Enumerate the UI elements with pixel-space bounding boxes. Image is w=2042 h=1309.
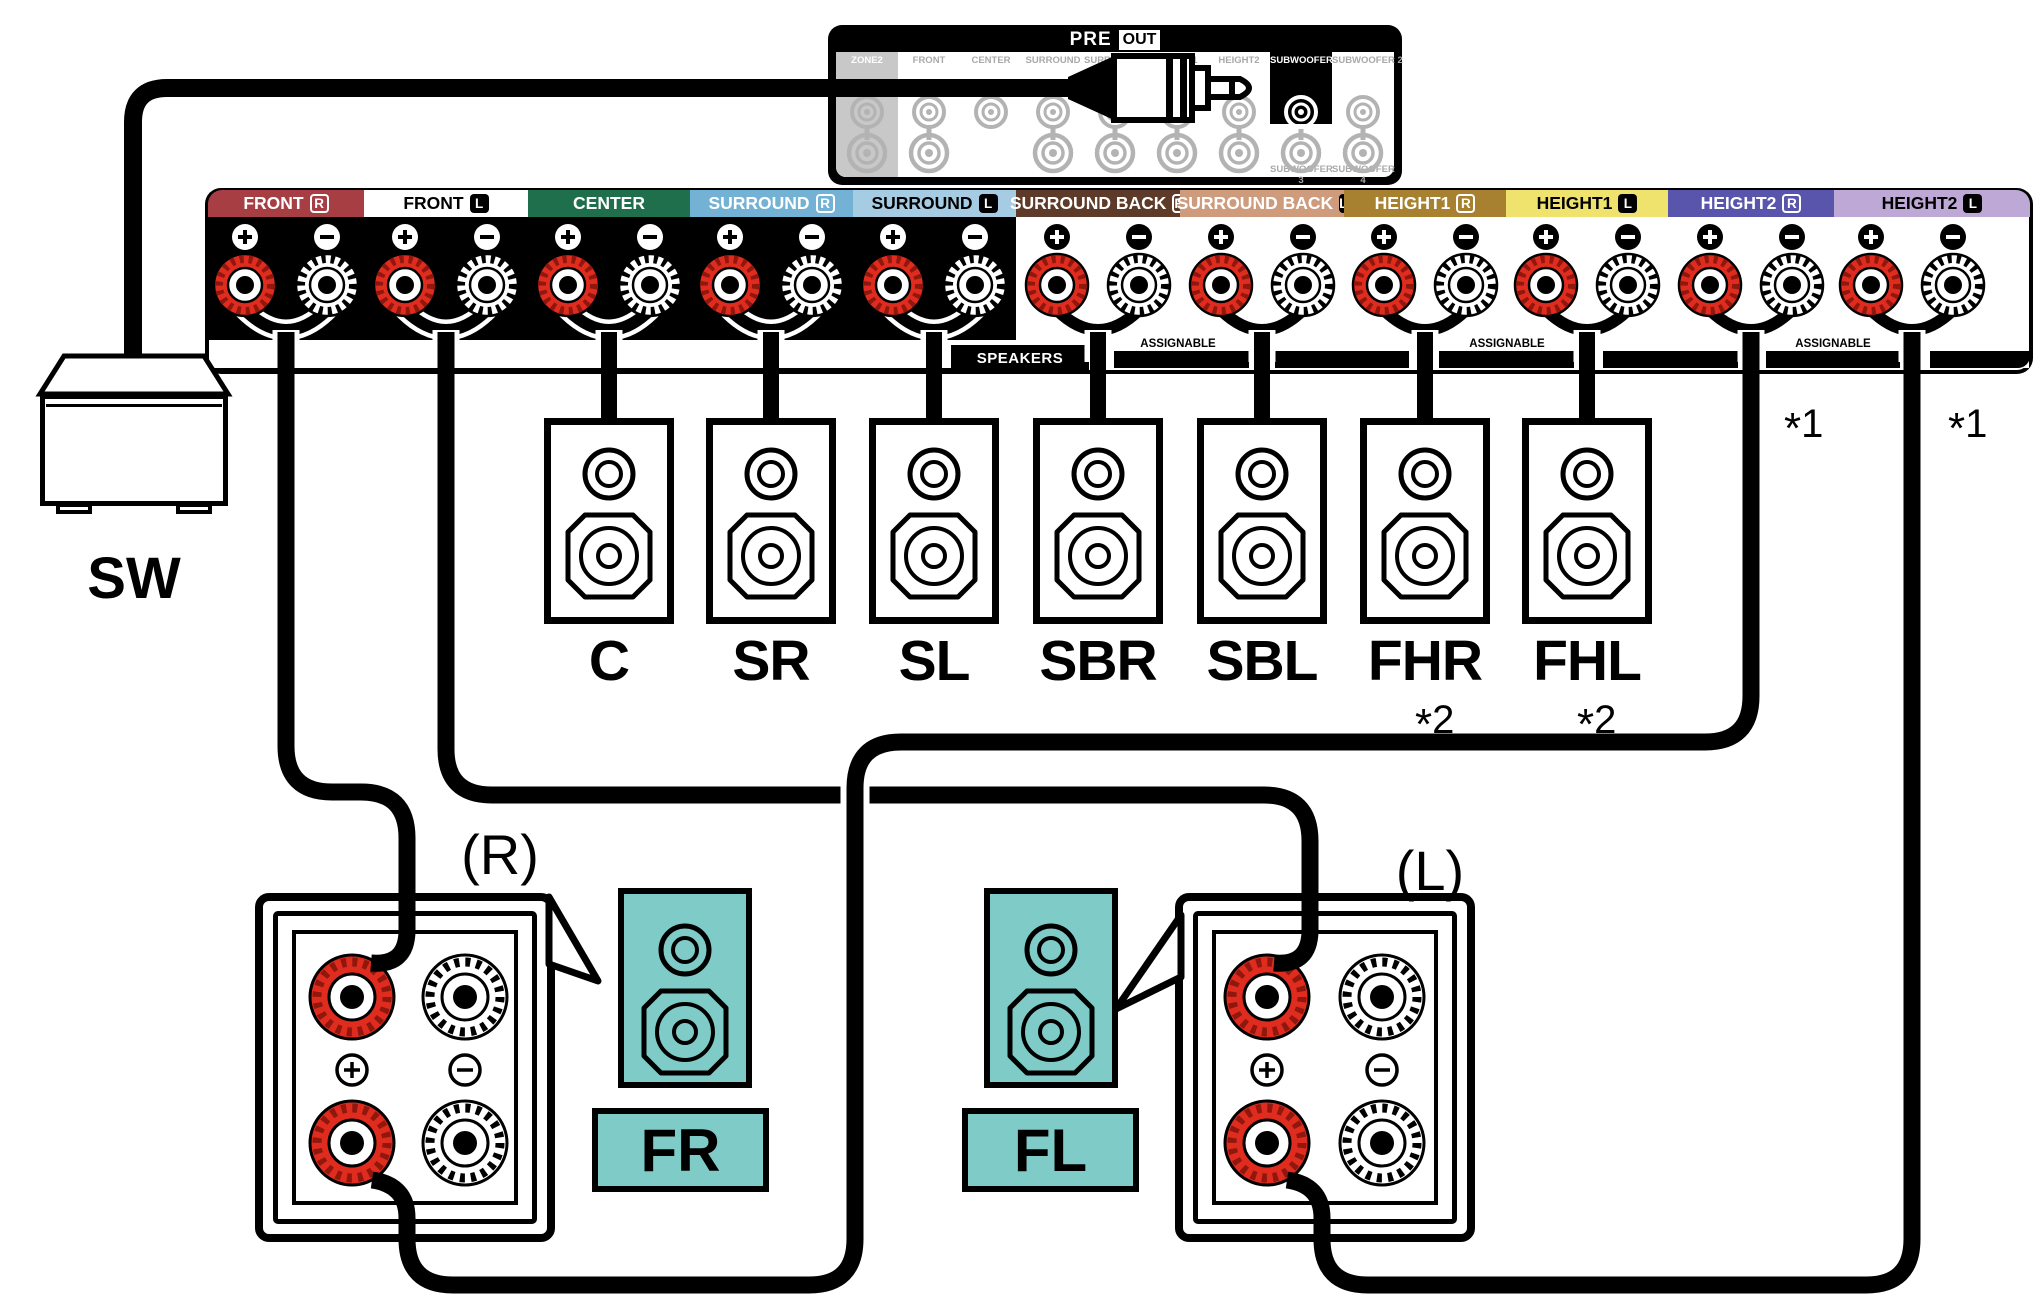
assignable-bar: [1114, 351, 1249, 368]
terminal-text: CENTER: [573, 193, 645, 213]
assignable-bar: [1766, 351, 1900, 368]
preout-col-zone2: ZONE2: [851, 55, 883, 66]
surround-left-label: SL: [898, 629, 971, 693]
terminal-label-height2-r: HEIGHT2 R: [1668, 190, 1834, 217]
terminal-label-surround-back-l: SURROUND BACK L: [1176, 190, 1348, 217]
channel-chip-l: L: [978, 194, 998, 213]
terminal-label-height2-l: HEIGHT2 L: [1834, 190, 2030, 217]
terminal-text: FRONT: [403, 193, 464, 213]
surround-left-speaker: [869, 418, 999, 624]
channel-chip-l: L: [1963, 194, 1983, 213]
preout-jack-stubs: [864, 126, 1366, 140]
surround-right-label: SR: [732, 629, 810, 693]
terminal-label-height1-r: HEIGHT1 R: [1344, 190, 1506, 217]
channel-chip-l: L: [469, 194, 489, 213]
preout-col-front: FRONT: [912, 55, 946, 66]
terminal-text: SURROUND BACK: [1176, 193, 1334, 213]
subwoofer-box: [40, 394, 228, 506]
channel-chip-l: L: [1339, 194, 1348, 213]
terminal-text: HEIGHT2: [1700, 193, 1777, 213]
front-right-speaker-tag: FR: [592, 1108, 769, 1192]
terminal-label-front-l: FRONT L: [364, 190, 528, 217]
assignable-label-2: ASSIGNABLE: [1469, 338, 1545, 350]
channel-chip-r: R: [1782, 194, 1802, 213]
channel-chip-r: R: [1456, 194, 1476, 213]
center-speaker-label: C: [588, 629, 630, 693]
preout-col-subwoofer2: SUBWOOFER 2: [1332, 55, 1403, 66]
preout-title-out-badge: OUT: [1118, 30, 1161, 50]
surround-back-right-label: SBR: [1039, 629, 1157, 693]
terminal-text: SURROUND: [871, 193, 973, 213]
terminal-text: HEIGHT1: [1536, 193, 1613, 213]
front-left-wire: [437, 332, 1319, 972]
terminal-label-surround-r: SURROUND R: [690, 190, 853, 217]
front-right-wire: [277, 332, 416, 972]
assignable-bar: [1603, 351, 1738, 368]
surround-back-left-label: SBL: [1206, 629, 1319, 693]
terminal-text: HEIGHT1: [1374, 193, 1451, 213]
front-height-left-label: FHL: [1533, 629, 1642, 693]
preout-title: PRE OUT: [828, 28, 1402, 52]
terminal-text: FRONT: [243, 193, 304, 213]
speakers-section-label: SPEAKERS: [951, 345, 1089, 372]
channel-chip-l: L: [1618, 194, 1638, 213]
subwoofer-label: SW: [87, 546, 181, 611]
height2-right-wire: [370, 332, 1760, 1294]
terminal-label-center: CENTER: [528, 190, 690, 217]
height2-left-wire: [1285, 332, 1921, 1294]
terminal-text: SURROUND BACK: [1009, 193, 1167, 213]
rca-plug-icon: [1068, 53, 1252, 123]
channel-chip-r: R: [815, 194, 835, 213]
assignable-label-1: ASSIGNABLE: [1140, 338, 1216, 350]
subwoofer-roof: [35, 353, 233, 397]
front-left-speaker-terminal-panel: [1175, 893, 1475, 1242]
terminal-text: HEIGHT2: [1881, 193, 1958, 213]
subwoofer-cable: [124, 79, 1070, 354]
front-height-right-label: FHR: [1367, 629, 1483, 693]
preout-col-subwoofer1: SUBWOOFER 1: [1270, 55, 1341, 66]
assignable-bar: [1439, 351, 1574, 368]
front-right-speaker-icon: [618, 888, 752, 1088]
terminal-label-surround-l: SURROUND L: [853, 190, 1016, 217]
preout-title-pre: PRE: [1069, 29, 1112, 50]
terminal-hooks: [239, 304, 1959, 336]
assignable-bar: [1275, 351, 1409, 368]
assignable-label-3: ASSIGNABLE: [1795, 338, 1871, 350]
assignable-bar: [1930, 351, 2030, 368]
front-left-speaker-icon: [984, 888, 1118, 1088]
preout-col-height2: HEIGHT2: [1218, 55, 1260, 66]
subwoofer-seam: [46, 404, 222, 407]
channel-chip-r: R: [309, 194, 329, 213]
note-1-height2-r: *1: [1784, 402, 1824, 453]
terminal-label-height1-l: HEIGHT1 L: [1506, 190, 1668, 217]
front-left-speaker-tag: FL: [962, 1108, 1139, 1192]
preout-col-center: CENTER: [971, 55, 1011, 66]
terminal-label-surround-back-r: SURROUND BACK R: [1010, 190, 1187, 217]
right-callout-pointer: [545, 893, 602, 985]
right-position-label: (R): [461, 823, 539, 886]
preout-col-surround: SURROUND: [1025, 55, 1081, 66]
small-speaker-wires: [601, 332, 1595, 424]
terminal-text: SURROUND: [708, 193, 810, 213]
note-1-height2-l: *1: [1948, 402, 1988, 453]
terminal-label-front-r: FRONT R: [208, 190, 364, 217]
left-callout-pointer: [1112, 911, 1185, 1013]
left-position-label: (L): [1395, 839, 1465, 902]
